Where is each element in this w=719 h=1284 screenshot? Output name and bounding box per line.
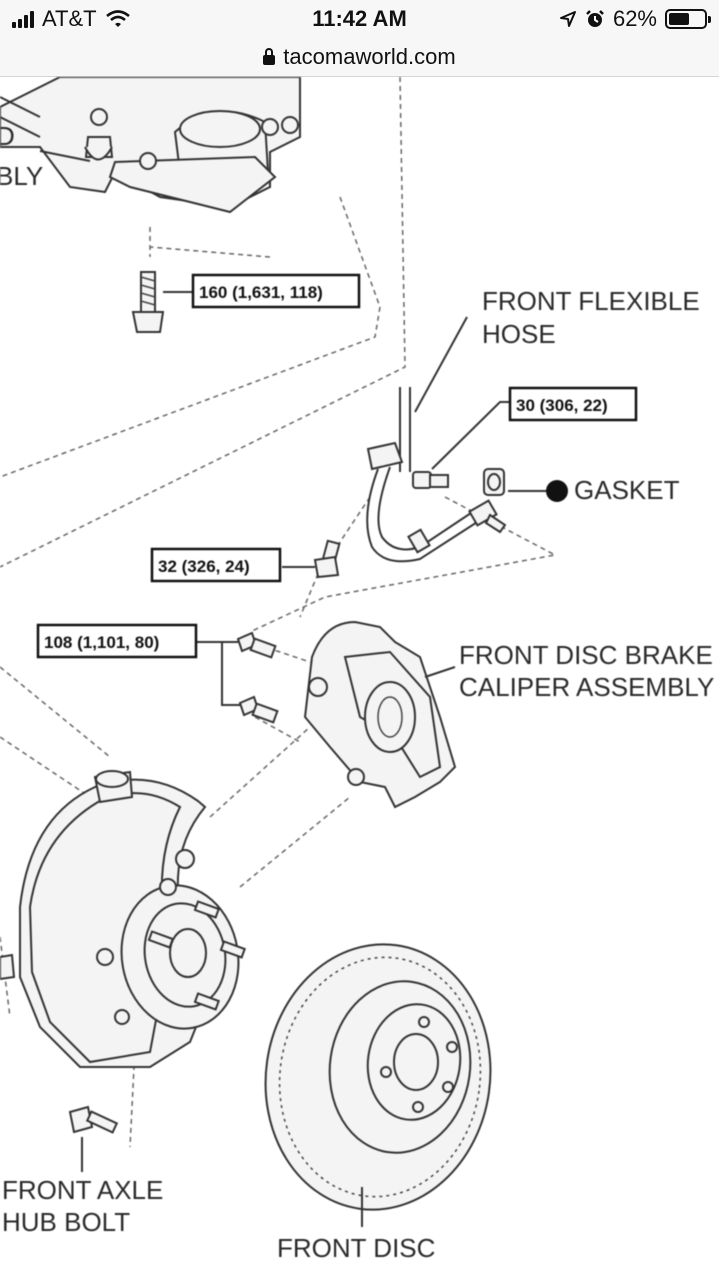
hose-leader-line: [414, 316, 468, 413]
url-bar[interactable]: tacomaworld.com: [0, 38, 719, 77]
upper-arm-bolt: [131, 271, 195, 333]
status-left: AT&T: [12, 6, 131, 32]
status-time: 11:42 AM: [312, 6, 407, 31]
front-flexible-hose: [366, 387, 507, 563]
wifi-icon: [105, 10, 130, 27]
cut-label-2: BLY: [0, 161, 43, 191]
knuckle-and-hub: [0, 770, 246, 1068]
gasket: [483, 468, 568, 502]
front-disc: [264, 943, 492, 1227]
battery-icon: [665, 9, 711, 29]
torque-upper-arm-text: 160 (1,631, 118): [199, 283, 323, 302]
front-flexible-hose-label-1: FRONT FLEXIBLE: [482, 286, 700, 316]
torque-box-bracket-bolt: 32 (326, 24): [150, 547, 282, 583]
torque-box-caliper-bolt: 108 (1,101, 80): [36, 623, 198, 659]
torque-union-bolt-text: 30 (306, 22): [516, 396, 608, 415]
brake-exploded-diagram: D BLY FRONT FLEXIBLE HOSE GASKET FRONT D…: [0, 76, 719, 1279]
caliper-assembly: [303, 620, 457, 809]
front-axle-hub-bolt: [68, 1105, 119, 1172]
gasket-marker-dot: [546, 480, 568, 502]
hose-bracket-bolt: [282, 539, 341, 579]
carrier-name: AT&T: [42, 6, 97, 31]
caliper-label-2: CALIPER ASSEMBLY: [459, 672, 714, 702]
union-bolt: [412, 401, 512, 489]
status-right: 62%: [559, 6, 711, 32]
hub-bolt-label-2: HUB BOLT: [2, 1207, 130, 1237]
status-bar: AT&T 11:42 AM 62%: [0, 0, 719, 38]
alarm-clock-icon: [586, 10, 604, 27]
battery-percent: 62%: [612, 6, 657, 31]
signal-icon: [12, 10, 34, 28]
front-disc-label: FRONT DISC: [277, 1233, 435, 1263]
torque-box-upper-arm: 160 (1,631, 118): [191, 273, 361, 309]
upper-arm-assembly: [0, 76, 301, 214]
caliper-label-1: FRONT DISC BRAKE: [459, 640, 713, 670]
front-flexible-hose-label-2: HOSE: [482, 319, 556, 349]
gasket-label: GASKET: [574, 475, 680, 505]
diagram-canvas: D BLY FRONT FLEXIBLE HOSE GASKET FRONT D…: [0, 76, 714, 1263]
lock-icon: [263, 47, 276, 65]
location-arrow-icon: [559, 11, 576, 27]
caliper-bolts: [197, 631, 279, 724]
torque-box-union-bolt: 30 (306, 22): [508, 386, 638, 422]
hub-bolt-label-1: FRONT AXLE: [2, 1175, 163, 1205]
cut-label-1: D: [0, 121, 15, 151]
torque-bracket-bolt-text: 32 (326, 24): [158, 557, 250, 576]
url-domain[interactable]: tacomaworld.com: [283, 44, 456, 69]
torque-caliper-bolt-text: 108 (1,101, 80): [44, 633, 159, 652]
